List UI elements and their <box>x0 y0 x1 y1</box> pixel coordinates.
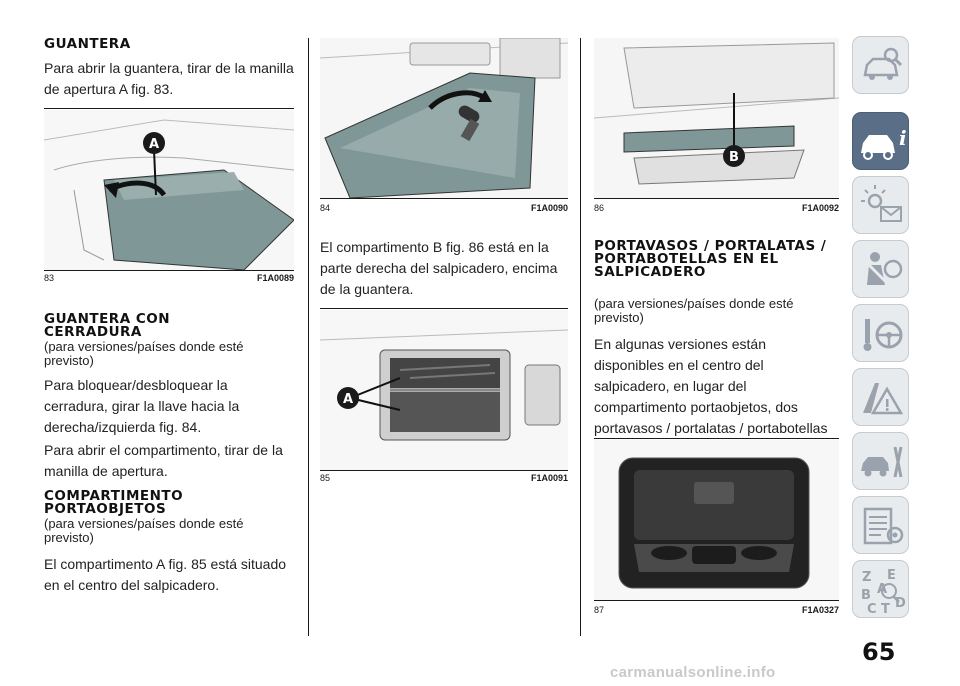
figure-85-code: F1A0091 <box>530 473 568 483</box>
tab-warning-lights[interactable] <box>852 176 909 234</box>
column-divider-1 <box>308 38 309 636</box>
tab-alphabetical-index[interactable]: Z E A B C T D <box>852 560 909 618</box>
car-tools-icon <box>861 446 903 478</box>
page-number: 65 <box>862 638 896 666</box>
figure-83-number: 83 <box>44 273 55 283</box>
figure-85-caption: 85 F1A0091 <box>320 473 568 485</box>
paragraph-compartimento-b: El compartimento B fig. 86 está en la pa… <box>320 239 558 297</box>
figure-83-callout: A <box>149 137 159 152</box>
watermark: carmanualsonline.info <box>610 664 776 681</box>
column-divider-2 <box>580 38 581 636</box>
figure-85-image: A <box>320 310 568 471</box>
figure-top-rule <box>44 108 294 109</box>
paragraph-cerradura-1: Para bloquear/desbloquear la cerradura, … <box>44 377 240 435</box>
figure-84-number: 84 <box>320 203 331 213</box>
car-search-icon <box>863 47 903 80</box>
paragraph-cerradura-2: Para abrir el compartimento, tirar de la… <box>44 442 283 479</box>
index-letter-d: D <box>895 596 906 611</box>
figure-87-top-rule <box>594 438 839 439</box>
tab-airbag-seatbelt[interactable] <box>852 240 909 298</box>
heading-guantera: GUANTERA <box>44 36 131 52</box>
figure-83-image: A <box>44 110 294 271</box>
svg-text:i: i <box>899 126 907 150</box>
airbag-seatbelt-icon <box>865 252 903 285</box>
index-letter-e: E <box>887 568 896 583</box>
tab-road-warning[interactable] <box>852 368 909 426</box>
tab-car-search[interactable] <box>852 36 909 94</box>
figure-87-code: F1A0327 <box>801 605 839 615</box>
figure-84-caption: 84 F1A0090 <box>320 203 568 215</box>
figure-83-caption: 83 F1A0089 <box>44 273 294 285</box>
figure-87-caption: 87 F1A0327 <box>594 605 839 617</box>
road-warning-triangle-icon <box>863 383 904 415</box>
index-letter-c: C <box>867 602 877 617</box>
heading-portavasos: PORTAVASOS / PORTALATAS / PORTABOTELLAS … <box>594 238 827 280</box>
figure-86-caption: 86 F1A0092 <box>594 203 839 215</box>
figure-83-code: F1A0089 <box>256 273 294 283</box>
index-letter-z: Z <box>862 570 871 585</box>
figure-84-code: F1A0090 <box>530 203 568 213</box>
figure-87-image <box>594 440 839 601</box>
warning-lights-message-icon <box>861 185 902 222</box>
key-steering-wheel-icon <box>863 319 903 351</box>
tab-car-tools[interactable] <box>852 432 909 490</box>
heading-guantera-cerradura: GUANTERA CON CERRADURA <box>44 311 171 340</box>
paragraph-guantera: Para abrir la guantera, tirar de la mani… <box>44 60 294 97</box>
figure-86-image: B <box>594 38 839 199</box>
technical-data-list-icon <box>863 507 904 545</box>
paragraph-compartimento: El compartimento A fig. 85 está situado … <box>44 556 287 593</box>
figure-84-image <box>320 38 568 199</box>
index-letter-t: T <box>881 602 890 617</box>
index-letter-b: B <box>861 588 871 603</box>
subtitle-guantera-cerradura: (para versiones/países donde esté previs… <box>44 339 244 368</box>
figure-85-number: 85 <box>320 473 331 483</box>
figure-86-number: 86 <box>594 203 605 213</box>
alphabetical-index-icon: Z E A B C T D <box>861 568 906 617</box>
subtitle-portavasos: (para versiones/países donde esté previs… <box>594 296 794 325</box>
figure-86-code: F1A0092 <box>801 203 839 213</box>
subtitle-compartimento: (para versiones/países donde esté previs… <box>44 516 244 545</box>
figure-87-number: 87 <box>594 605 605 615</box>
figure-85-top-rule <box>320 308 568 309</box>
tab-technical-data[interactable] <box>852 496 909 554</box>
tab-car-info[interactable]: i <box>852 112 909 170</box>
figure-85-callout: A <box>343 392 353 407</box>
car-info-icon: i <box>861 126 907 160</box>
tab-key-steering[interactable] <box>852 304 909 362</box>
figure-86-callout: B <box>729 150 739 165</box>
heading-compartimento: COMPARTIMENTO PORTAOBJETOS <box>44 488 184 517</box>
